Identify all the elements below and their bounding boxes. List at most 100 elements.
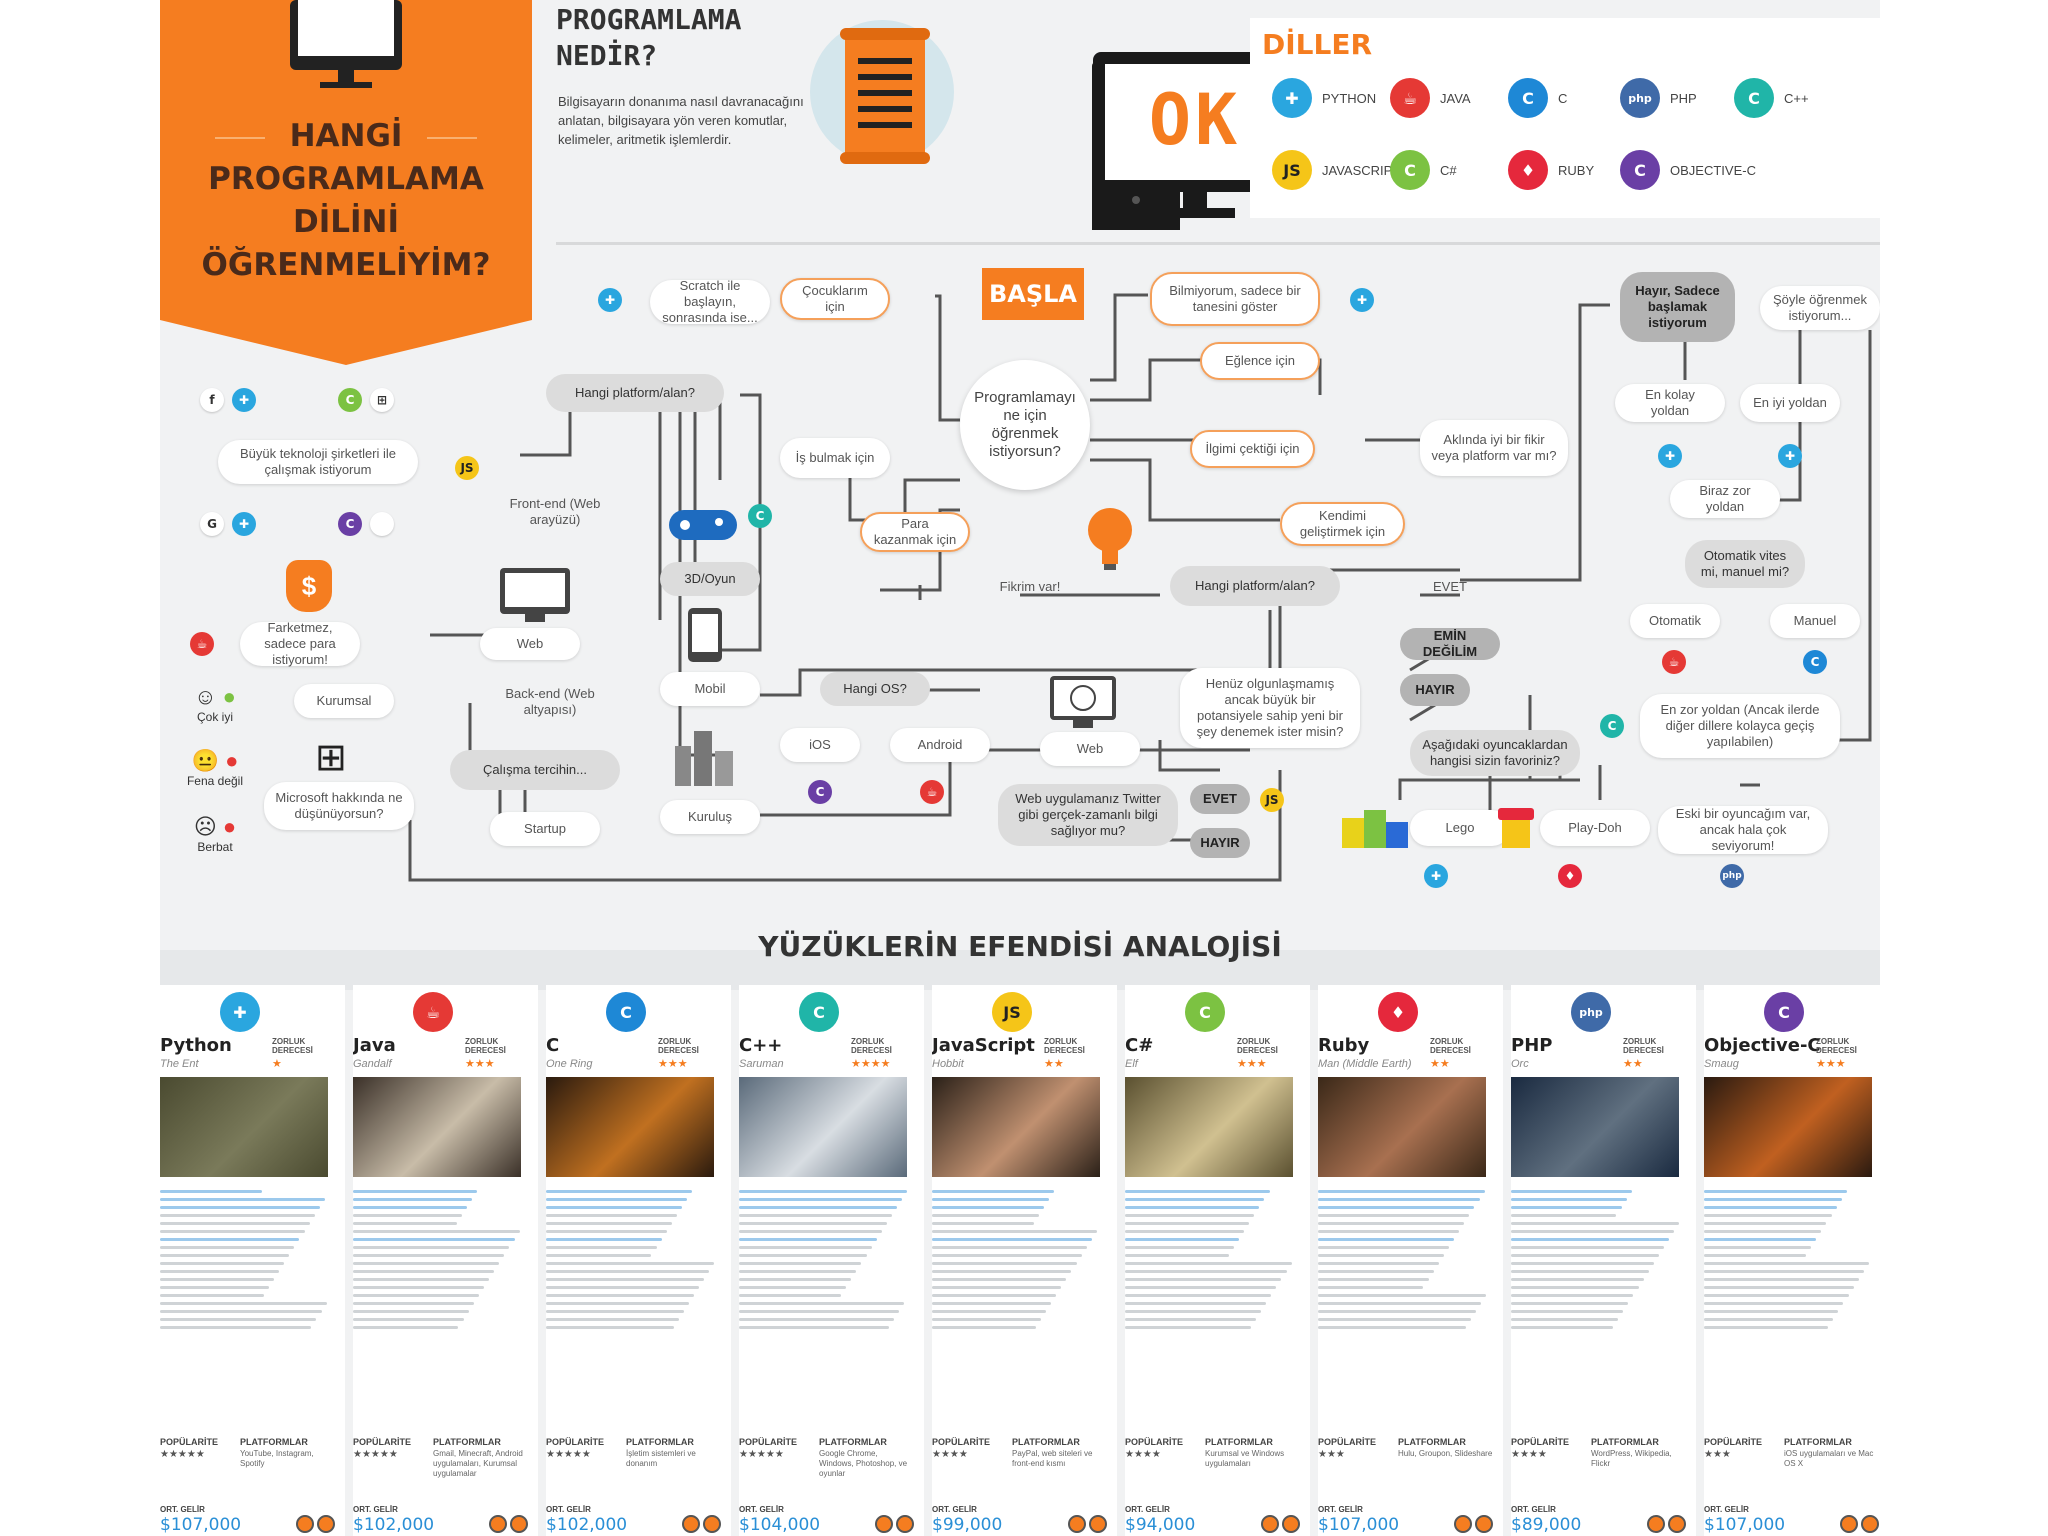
c-icon: C bbox=[1508, 78, 1548, 118]
text-line bbox=[353, 1286, 484, 1289]
text-line bbox=[739, 1206, 898, 1209]
character-image bbox=[546, 1077, 714, 1177]
text-line bbox=[353, 1294, 479, 1297]
node-which-os: Hangi OS? bbox=[820, 672, 930, 706]
text-line bbox=[932, 1262, 1077, 1265]
text-line bbox=[932, 1278, 1067, 1281]
text-line bbox=[160, 1254, 290, 1257]
node-startup: Startup bbox=[490, 812, 600, 846]
text-line bbox=[1511, 1278, 1644, 1281]
card-language-name: C# bbox=[1125, 1035, 1154, 1056]
text-line bbox=[546, 1230, 667, 1233]
text-line bbox=[546, 1206, 682, 1209]
node-scratch: Scratch ile başlayın, sonrasında ise... bbox=[650, 278, 770, 325]
salary-label: ORT. GELİR bbox=[932, 1505, 977, 1514]
text-line bbox=[739, 1286, 847, 1289]
node-have-idea: Fikrim var! bbox=[999, 579, 1061, 594]
cpp-icon: C bbox=[748, 504, 772, 528]
text-line bbox=[739, 1294, 841, 1297]
c-icon: C bbox=[1803, 650, 1827, 674]
text-line bbox=[739, 1238, 877, 1241]
face-icon bbox=[296, 1515, 314, 1533]
text-line bbox=[1704, 1294, 1849, 1297]
text-line bbox=[353, 1230, 520, 1233]
text-line bbox=[160, 1302, 327, 1305]
node-just-money: Farketmez, sadece para istiyorum! bbox=[240, 620, 360, 667]
text-line bbox=[739, 1246, 872, 1249]
google-python-pair: G ✚ bbox=[200, 512, 256, 536]
text-line bbox=[546, 1302, 689, 1305]
platforms-label: PLATFORMLAR bbox=[1591, 1437, 1659, 1447]
answer-terrible-label: Berbat bbox=[197, 840, 233, 854]
popularity-label: POPÜLARİTE bbox=[1704, 1437, 1763, 1447]
popularity-stars: ★★★★ bbox=[932, 1449, 968, 1460]
text-line bbox=[1125, 1254, 1229, 1257]
card-language-name: Java bbox=[353, 1035, 396, 1056]
text-line bbox=[160, 1278, 274, 1281]
language-label: RUBY bbox=[1558, 162, 1595, 178]
face-icon bbox=[682, 1515, 700, 1533]
text-line bbox=[1704, 1326, 1829, 1329]
card-description bbox=[1704, 1185, 1874, 1415]
text-line bbox=[1125, 1310, 1261, 1313]
java-icon: ☕ bbox=[1390, 78, 1430, 118]
javascript-icon: JS bbox=[992, 992, 1032, 1032]
text-line bbox=[1511, 1238, 1670, 1241]
text-line bbox=[546, 1318, 679, 1321]
text-line bbox=[1318, 1230, 1460, 1233]
text-line bbox=[739, 1262, 862, 1265]
node-interest: İlgimi çektiği için bbox=[1190, 430, 1315, 468]
text-line bbox=[1318, 1206, 1475, 1209]
text-line bbox=[353, 1318, 464, 1321]
platforms-text: WordPress, Wikipedia, Flickr bbox=[1591, 1449, 1672, 1468]
text-line bbox=[739, 1318, 894, 1321]
text-line bbox=[1318, 1310, 1477, 1313]
ruby-icon: ♦ bbox=[1558, 864, 1582, 888]
python-icon: ✚ bbox=[1778, 444, 1802, 468]
salary-value: $107,000 bbox=[1704, 1515, 1786, 1535]
node-lego: Lego bbox=[1410, 810, 1510, 846]
platforms-label: PLATFORMLAR bbox=[819, 1437, 887, 1447]
popularity-stars: ★★★★ bbox=[1125, 1449, 1161, 1460]
cpp-icon: C bbox=[1734, 78, 1774, 118]
text-line bbox=[353, 1254, 505, 1257]
text-line bbox=[739, 1214, 892, 1217]
difficulty-label: ZORLUK DERECESİ bbox=[272, 1037, 313, 1055]
node-not-sure: EMİN DEĞİLİM bbox=[1400, 628, 1500, 660]
text-line bbox=[739, 1198, 903, 1201]
text-line bbox=[160, 1310, 322, 1313]
popularity-stars: ★★★★★ bbox=[546, 1449, 591, 1460]
text-line bbox=[932, 1246, 1087, 1249]
csharp-icon: C bbox=[1390, 150, 1430, 190]
text-line bbox=[1125, 1190, 1270, 1193]
card-character: Gandalf bbox=[353, 1058, 392, 1070]
text-line bbox=[1704, 1286, 1854, 1289]
text-line bbox=[1511, 1326, 1613, 1329]
rating-faces bbox=[1840, 1515, 1879, 1533]
divider bbox=[556, 242, 1880, 245]
text-line bbox=[1704, 1262, 1869, 1265]
c-icon: C bbox=[606, 992, 646, 1032]
node-realtime: Web uygulamanız Twitter gibi gerçek-zama… bbox=[998, 784, 1178, 846]
text-line bbox=[160, 1206, 320, 1209]
node-web-2: Web bbox=[1040, 732, 1140, 766]
text-line bbox=[739, 1254, 867, 1257]
objective-c-icon: C bbox=[1620, 150, 1660, 190]
python-icon: ✚ bbox=[1350, 288, 1374, 312]
answer-very-good-label: Çok iyi bbox=[196, 710, 233, 724]
text-line bbox=[1704, 1278, 1859, 1281]
card-description bbox=[160, 1185, 330, 1415]
text-line bbox=[353, 1302, 474, 1305]
face-icon bbox=[703, 1515, 721, 1533]
salary-label: ORT. GELİR bbox=[1125, 1505, 1170, 1514]
text-line bbox=[353, 1190, 478, 1193]
money-bag-icon: $ bbox=[286, 560, 332, 612]
salary-value: $102,000 bbox=[353, 1515, 435, 1535]
card-character: One Ring bbox=[546, 1058, 593, 1070]
difficulty-stars: ★★★ bbox=[658, 1058, 688, 1070]
start-label: BAŞLA bbox=[982, 268, 1084, 320]
popularity-label: POPÜLARİTE bbox=[160, 1437, 219, 1447]
language-item: ♦RUBY bbox=[1508, 150, 1594, 190]
